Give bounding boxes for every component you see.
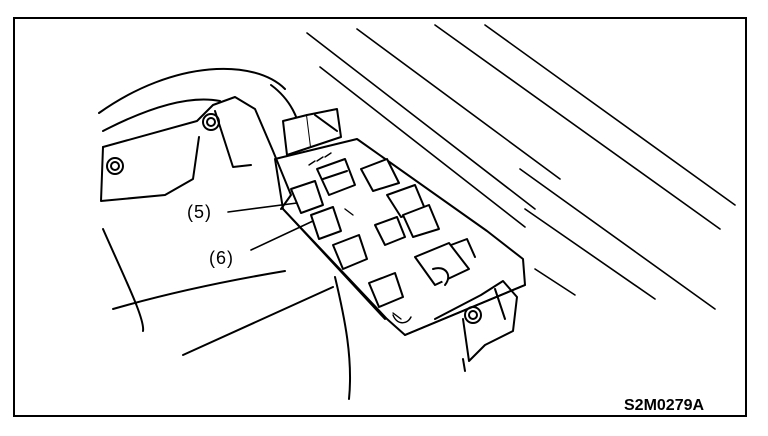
callout-label-6: (6) (209, 248, 234, 268)
hatch-lines (306, 24, 736, 310)
mounting-bracket (100, 96, 292, 210)
diagram-frame: (5) (6) S2M0279A (13, 17, 747, 417)
relay-blocks (282, 108, 476, 308)
lower-mount (434, 280, 518, 372)
contact-details (308, 152, 412, 324)
figure-code: S2M0279A (624, 397, 705, 414)
body-panel (98, 67, 352, 400)
callout-label-5: (5) (187, 202, 212, 222)
callout-leaders (227, 202, 314, 251)
fuse-box-illustration (98, 24, 736, 400)
